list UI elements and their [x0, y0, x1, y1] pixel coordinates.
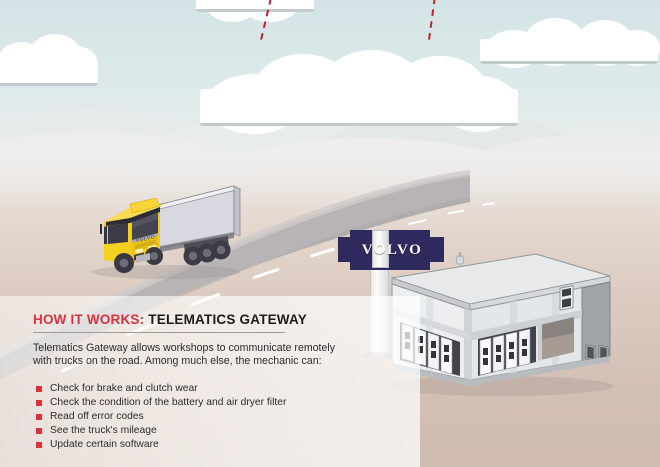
sign-band-bottom [350, 262, 430, 270]
volvo-wordmark: VOLVO [361, 242, 423, 258]
panel-heading: HOW IT WORKS: TELEMATICS GATEWAY [33, 312, 373, 327]
sign-band-top [350, 230, 430, 239]
list-item: Check for brake and clutch wear [33, 383, 373, 396]
cloud-top-center [196, 0, 316, 22]
capability-list: Check for brake and clutch wear Check th… [33, 383, 373, 452]
heading-rule [33, 332, 285, 333]
list-item: Read off error codes [33, 411, 373, 424]
truck-illustration: VOLVO [88, 172, 268, 282]
workshop-building [386, 248, 616, 397]
panel-body-text: Telematics Gateway allows workshops to c… [33, 342, 336, 368]
cloud-left [0, 30, 100, 86]
cloud-right [480, 16, 660, 68]
sign-band-main [338, 237, 444, 262]
heading-rest: TELEMATICS GATEWAY [148, 312, 307, 327]
ground-haze [0, 152, 660, 212]
heading-separator: : [139, 312, 145, 327]
info-panel-content: HOW IT WORKS: TELEMATICS GATEWAY Telemat… [33, 312, 373, 453]
heading-highlight: HOW IT WORKS [33, 312, 140, 327]
list-item: Check the condition of the battery and a… [33, 397, 373, 410]
road [0, 130, 660, 380]
info-panel: HOW IT WORKS: TELEMATICS GATEWAY Telemat… [0, 296, 420, 467]
sign-pole-front [372, 230, 389, 268]
list-item: Update certain software [33, 439, 373, 452]
list-item: See the truck's mileage [33, 425, 373, 438]
svg-text:VOLVO: VOLVO [135, 234, 156, 244]
cloud-center-large [200, 48, 520, 134]
